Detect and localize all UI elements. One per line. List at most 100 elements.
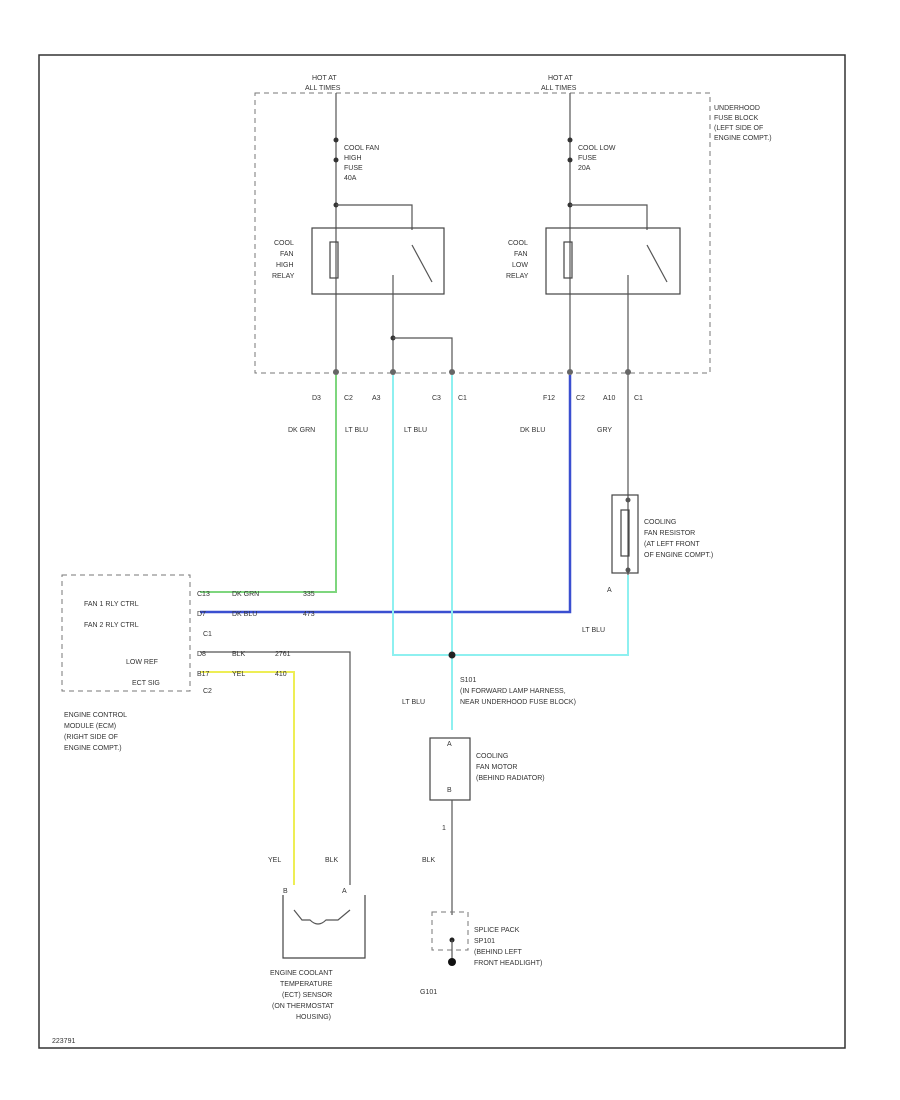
high-relay-coil xyxy=(329,241,339,279)
wire-lt-blu-loop xyxy=(392,375,629,656)
wire-label-yel: YEL xyxy=(268,857,281,864)
terminal-f12 xyxy=(567,369,573,375)
sensor-label-line3: (ECT) SENSOR xyxy=(282,992,332,999)
wire-label-blk-1: BLK xyxy=(325,857,339,864)
resistor-element xyxy=(620,509,630,557)
resistor-pin-a: A xyxy=(607,587,612,594)
fuse-block-label: UNDERHOOD FUSE BLOCK (LEFT SIDE OF ENGIN… xyxy=(714,105,772,142)
fuse-high-line4: 40A xyxy=(344,175,357,182)
ecm-pin-row-3: D8 BLK 2761 xyxy=(197,651,291,658)
power-left-line1: HOT AT xyxy=(312,75,337,82)
splice-pack-label: SPLICE PACK SP101 (BEHIND LEFT FRONT HEA… xyxy=(474,927,542,967)
fuse-low-top-terminal xyxy=(567,137,573,143)
splice-pack-line2: SP101 xyxy=(474,938,495,945)
cooling-fan-motor xyxy=(429,737,471,801)
ect-sensor-thermistor xyxy=(293,909,351,925)
wire-yel xyxy=(200,671,295,885)
ecm-circuit-473: 473 xyxy=(303,611,315,618)
high-relay-label: COOL FAN HIGH RELAY xyxy=(272,240,295,280)
high-relay-line4: RELAY xyxy=(272,273,295,280)
splice-pack-line3: (BEHIND LEFT xyxy=(474,949,523,956)
fuse-high-top-terminal xyxy=(333,137,339,143)
fuse-low-line1: COOL LOW xyxy=(578,145,616,152)
ecm-pin-d8: D8 xyxy=(197,651,206,658)
low-relay-switch-arm xyxy=(646,244,668,283)
splice-label-line1: (IN FORWARD LAMP HARNESS, xyxy=(460,688,566,695)
wire-label-gry: GRY xyxy=(597,427,612,434)
ecm-label: ENGINE CONTROL MODULE (ECM) (RIGHT SIDE … xyxy=(64,712,127,752)
cool-fan-low-relay xyxy=(545,227,681,295)
fuse-high-label: COOL FAN HIGH FUSE 40A xyxy=(344,145,379,182)
motor-label: COOLING FAN MOTOR (BEHIND RADIATOR) xyxy=(476,753,545,782)
ecm-connector-c1: C1 xyxy=(203,631,212,638)
ecm-pin-row-1: C13 DK GRN 335 xyxy=(197,591,315,598)
fuse-block-label-line2: FUSE BLOCK xyxy=(714,115,759,122)
wire-label-blk-2: BLK xyxy=(422,857,436,864)
fuse-low-line2: FUSE xyxy=(578,155,597,162)
ect-sensor-body xyxy=(282,895,366,959)
ecm-pin-d7: D7 xyxy=(197,611,206,618)
sensor-label-line2: TEMPERATURE xyxy=(280,981,333,988)
ecm-circuit-2761: 2761 xyxy=(275,651,291,658)
ecm-pin-b17: B17 xyxy=(197,671,210,678)
wire-label-lt-blu-4: LT BLU xyxy=(402,699,425,706)
ecm-label-line3: (RIGHT SIDE OF xyxy=(64,734,118,741)
resistor-line3: (AT LEFT FRONT xyxy=(644,541,700,548)
ecm-pin-row-2: D7 DK BLU 473 xyxy=(197,611,315,618)
fuse-high-bottom-terminal xyxy=(333,157,339,163)
ecm-wire-blk: BLK xyxy=(232,651,246,658)
sensor-label: ENGINE COOLANT TEMPERATURE (ECT) SENSOR … xyxy=(270,970,335,1021)
sensor-label-line1: ENGINE COOLANT xyxy=(270,970,333,977)
wire-label-lt-blu-3: LT BLU xyxy=(582,627,605,634)
low-relay-line1: COOL xyxy=(508,240,528,247)
ecm-boundary xyxy=(61,574,191,692)
ecm-signal-fan1: FAN 1 RLY CTRL xyxy=(84,601,139,608)
fuse-high-line1: COOL FAN xyxy=(344,145,379,152)
splice-pack-line4: FRONT HEADLIGHT) xyxy=(474,960,542,967)
ecm-signal-fan2: FAN 2 RLY CTRL xyxy=(84,622,139,629)
motor-label-line1: COOLING xyxy=(476,753,508,760)
power-right-line1: HOT AT xyxy=(548,75,573,82)
conn-label-c2b: C2 xyxy=(576,395,585,402)
conn-label-d3: D3 xyxy=(312,395,321,402)
wire-label-lt-blu-1: LT BLU xyxy=(345,427,368,434)
motor-label-line3: (BEHIND RADIATOR) xyxy=(476,775,545,782)
ecm-signal-low-ref: LOW REF xyxy=(126,659,158,666)
splice-pack-sp101 xyxy=(431,911,469,951)
power-right-line2: ALL TIMES xyxy=(541,85,577,92)
resistor-line4: OF ENGINE COMPT.) xyxy=(644,552,713,559)
power-left-line2: ALL TIMES xyxy=(305,85,341,92)
ecm-label-line1: ENGINE CONTROL xyxy=(64,712,127,719)
motor-label-line2: FAN MOTOR xyxy=(476,764,517,771)
ecm-wire-dk-blu: DK BLU xyxy=(232,611,257,618)
resistor-top-terminal xyxy=(625,497,631,503)
motor-wire-number: 1 xyxy=(442,825,446,832)
sensor-label-line5: HOUSING) xyxy=(296,1014,331,1021)
motor-pin-a: A xyxy=(447,741,452,748)
fuse-block-label-line3: (LEFT SIDE OF xyxy=(714,125,763,132)
cooling-fan-resistor xyxy=(611,494,639,574)
cool-fan-high-relay xyxy=(311,227,445,295)
wire-label-dk-grn: DK GRN xyxy=(288,427,315,434)
resistor-bottom-terminal xyxy=(625,567,631,573)
conn-label-a10: A10 xyxy=(603,395,616,402)
fuse-high-line2: HIGH xyxy=(344,155,362,162)
ecm-wire-yel: YEL xyxy=(232,671,245,678)
ecm-label-line2: MODULE (ECM) xyxy=(64,723,116,730)
wire-blk-low-ref xyxy=(200,651,351,885)
terminal-d3 xyxy=(333,369,339,375)
fuse-low-line3: 20A xyxy=(578,165,591,172)
wire-dk-grn xyxy=(200,375,337,593)
relay-output-jumper xyxy=(393,337,453,370)
wire-dk-blu xyxy=(200,375,572,614)
resistor-label: COOLING FAN RESISTOR (AT LEFT FRONT OF E… xyxy=(644,519,713,559)
conn-label-a3: A3 xyxy=(372,395,381,402)
fuse-low-label: COOL LOW FUSE 20A xyxy=(578,145,616,172)
resistor-line1: COOLING xyxy=(644,519,676,526)
sensor-label-line4: (ON THERMOSTAT xyxy=(272,1003,335,1010)
motor-pin-b: B xyxy=(447,787,452,794)
conn-label-c2a: C2 xyxy=(344,395,353,402)
splice-id: S101 xyxy=(460,677,476,684)
low-relay-line2: FAN xyxy=(514,251,528,258)
figure-id: 223791 xyxy=(52,1038,75,1045)
